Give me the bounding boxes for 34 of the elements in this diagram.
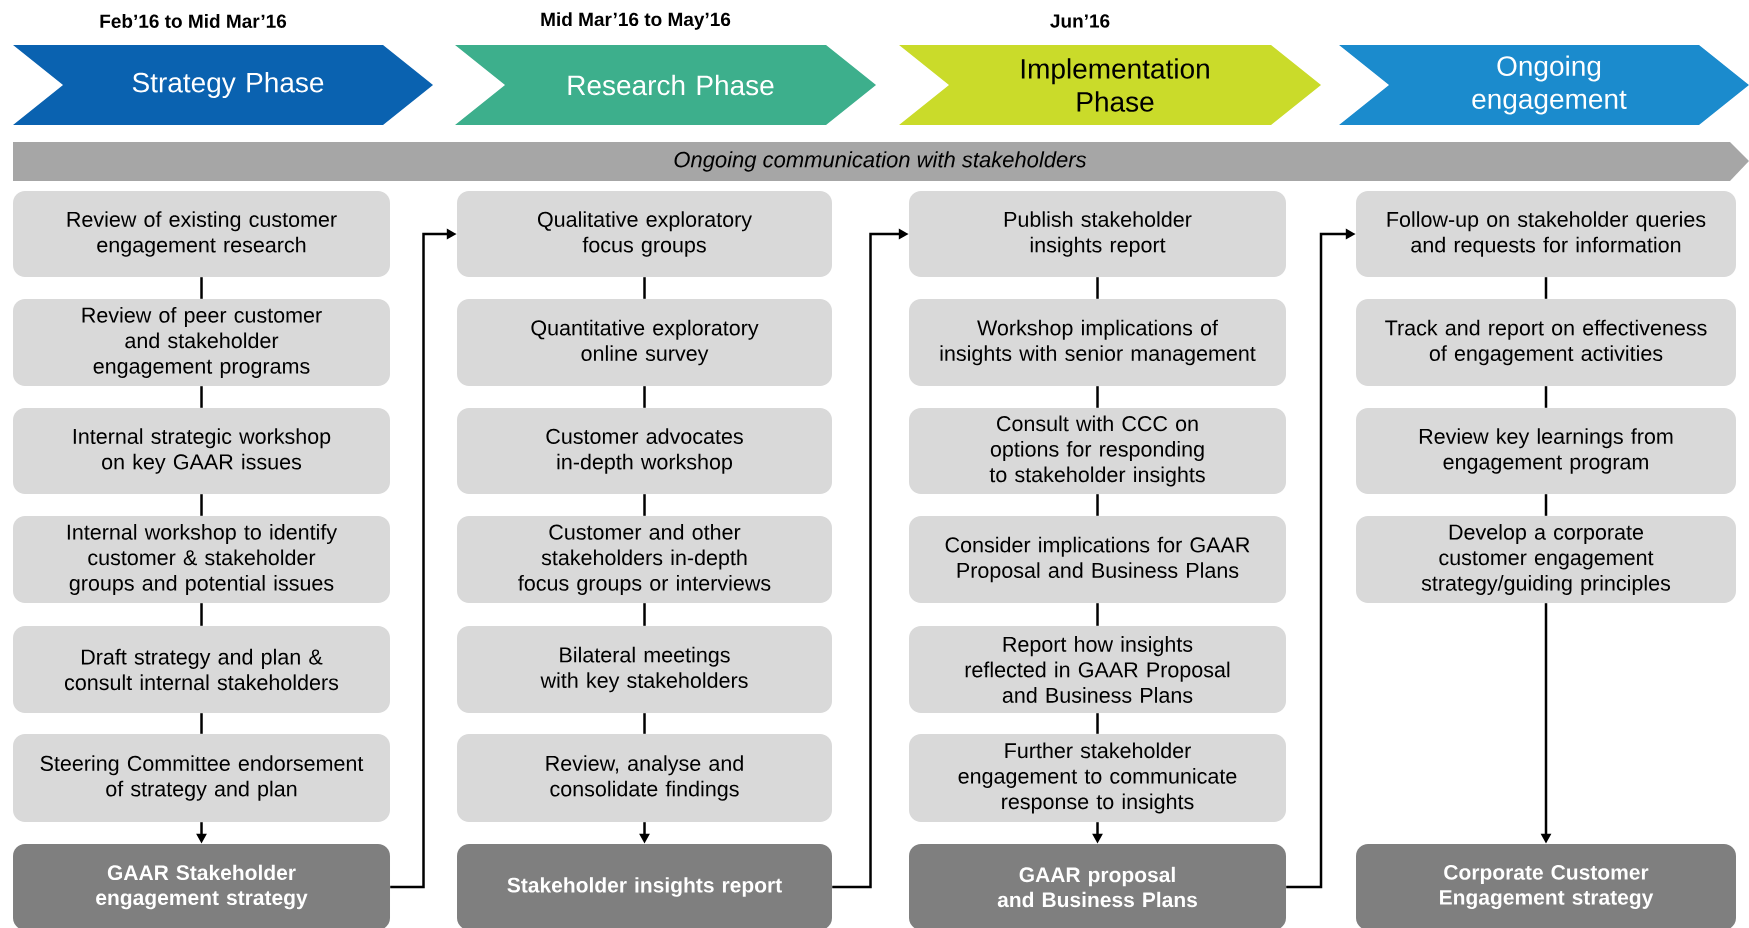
step-box: Qualitative exploratory focus groups	[457, 191, 832, 277]
outcome-box: GAAR proposal and Business Plans	[909, 844, 1286, 928]
outcome-box: Stakeholder insights report	[457, 844, 832, 928]
outcome-box: GAAR Stakeholder engagement strategy	[13, 844, 390, 928]
step-box: Internal strategic workshop on key GAAR issues	[13, 408, 390, 494]
date-label: Feb’16 to Mid Mar’16	[100, 14, 287, 28]
step-box: Draft strategy and plan & consult internal stakeholders	[13, 626, 390, 713]
phase-banner: Strategy Phase	[13, 45, 433, 125]
step-box: Quantitative exploratory online survey	[457, 299, 832, 386]
step-box: Internal workshop to identify customer & stakeholder groups and potential issues	[13, 516, 390, 603]
phase-banner: Ongoing engagement	[1339, 45, 1749, 125]
step-box: Review of peer customer and stakeholder engagement programs	[13, 299, 390, 386]
step-box: Track and report on effectiveness of engagement activities	[1356, 299, 1736, 386]
date-label: Mid Mar’16 to May’16	[541, 12, 731, 30]
step-box: Further stakeholder engagement to communicate response to insights	[909, 734, 1286, 822]
step-box: Customer and other stakeholders in-depth focus groups or interviews	[457, 516, 832, 603]
step-box: Develop a corporate customer engagement strategy/guiding principles	[1356, 516, 1736, 603]
step-box: Steering Committee endorsement of strategy and plan	[13, 734, 390, 822]
step-box: Follow-up on stakeholder queries and requests for information	[1356, 191, 1736, 277]
step-box: Bilateral meetings with key stakeholders	[457, 626, 832, 713]
step-box: Consider implications for GAAR Proposal and Business Plans	[909, 516, 1286, 603]
phase-banner: Research Phase	[455, 45, 876, 125]
phase-banner: Implementation Phase	[899, 45, 1321, 125]
step-box: Review, analyse and consolidate findings	[457, 734, 832, 822]
step-box: Report how insights reflected in GAAR Proposal and Business Plans	[909, 626, 1286, 713]
step-box: Customer advocates in-depth workshop	[457, 408, 832, 494]
step-box: Review of existing customer engagement research	[13, 191, 390, 277]
outcome-box: Corporate Customer Engagement strategy	[1356, 844, 1736, 928]
step-box: Review key learnings from engagement program	[1356, 408, 1736, 494]
step-box: Publish stakeholder insights report	[909, 191, 1286, 277]
communication-band: Ongoing communication with stakeholders	[13, 142, 1749, 181]
date-label: Jun’16	[1050, 14, 1110, 28]
step-box: Consult with CCC on options for responding to stakeholder insights	[909, 408, 1286, 494]
step-box: Workshop implications of insights with senior management	[909, 299, 1286, 386]
